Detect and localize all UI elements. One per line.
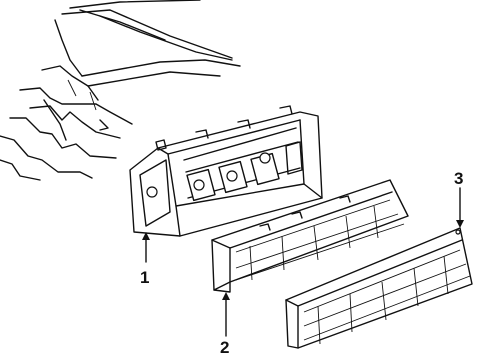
lens-panel	[285, 227, 473, 349]
tail-lamp-lens	[211, 179, 409, 293]
vehicle-body-rear	[0, 0, 241, 181]
callout-3-label: 3	[454, 169, 463, 188]
callout-leaders	[142, 187, 464, 337]
callout-1-label: 1	[140, 268, 149, 287]
lens-grid	[235, 199, 405, 281]
panel-grid	[303, 249, 471, 345]
callout-2-label: 2	[220, 338, 229, 357]
tail-lamp-housing	[129, 105, 323, 237]
